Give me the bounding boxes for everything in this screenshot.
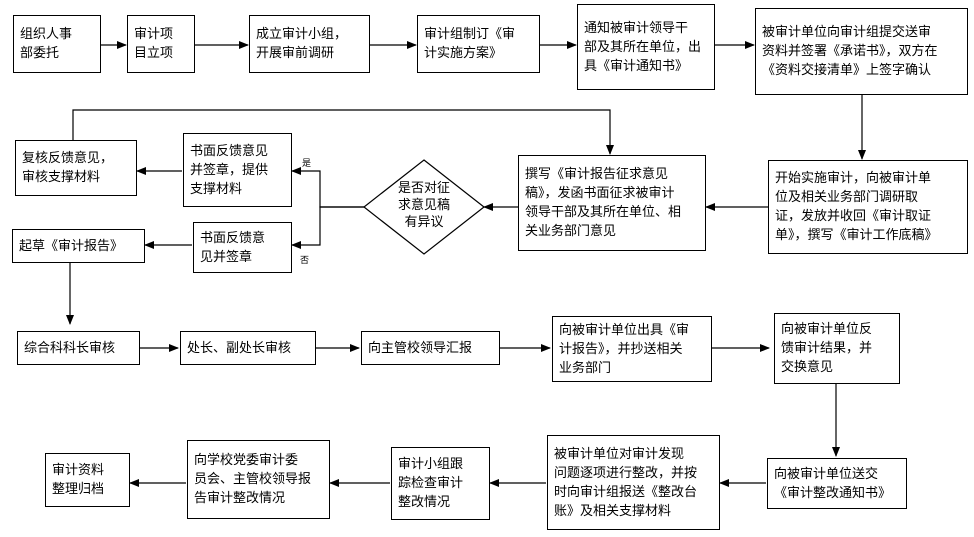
step-report-rectification: 向学校党委审计委 员会、主管校领导报 告审计整改情况	[187, 440, 330, 519]
decision-objection-label: 是否对征 求意见稿 有异议	[397, 181, 450, 230]
step-review-feedback: 复核反馈意见， 审核支撑材料	[15, 140, 137, 196]
decision-yes-label: 是	[302, 159, 312, 169]
step-report-to-leader: 向主管校领导汇报	[361, 331, 500, 365]
step-feedback-results: 向被审计单位反 馈审计结果，并 交换意见	[774, 313, 900, 384]
step-written-feedback-signed: 书面反馈意 见并签章	[193, 222, 292, 273]
step-issue-audit-report: 向被审计单位出具《审 计报告》，并抄送相关 业务部门	[552, 316, 712, 382]
step-entrusted-by-hr: 组织人事 部委托	[13, 15, 101, 73]
step-draft-audit-report: 起草《审计报告》	[12, 229, 145, 263]
arrow-diamond-no	[291, 206, 364, 249]
arrow-n11-n8	[72, 109, 614, 155]
step-implement-audit: 开始实施审计，向被审计单 位及相关业务部门调研取 证，发放并收回《审计取证 单》…	[768, 160, 968, 254]
step-written-feedback-with-support: 书面反馈意见 并签章，提供 支撑材料	[183, 133, 292, 207]
step-form-audit-team: 成立审计小组， 开展审前调研	[249, 15, 370, 73]
step-audit-plan: 审计组制订《审 计实施方案》	[417, 15, 540, 73]
step-section-chief-review: 综合科科长审核	[17, 331, 140, 365]
step-track-rectification: 审计小组跟 踪检查审计 整改情况	[391, 447, 490, 520]
step-audit-notice: 通知被审计领导干 部及其所在单位，出 具《审计通知书》	[577, 4, 715, 90]
step-send-rectification-notice: 向被审计单位送交 《审计整改通知书》	[767, 458, 907, 509]
step-submit-materials: 被审计单位向审计组提交送审 资料并签署《承诺书》，双方在 《资料交接清单》上签字…	[755, 8, 968, 95]
step-project-approval: 审计项 目立项	[127, 15, 195, 73]
step-draft-opinion-report: 撰写《审计报告征求意见 稿》，发函书面征求被审计 领导干部及其所在单位、相 关业…	[518, 155, 706, 251]
decision-diamond	[363, 159, 485, 255]
decision-no-label: 否	[300, 256, 310, 266]
step-archive-materials: 审计资料 整理归档	[45, 453, 130, 507]
step-director-review: 处长、副处长审核	[180, 331, 316, 365]
step-unit-rectification: 被审计单位对审计发现 问题逐项进行整改，并按 时向审计组报送《整改台 账》及相关…	[547, 435, 720, 530]
arrow-diamond-yes	[291, 167, 364, 208]
